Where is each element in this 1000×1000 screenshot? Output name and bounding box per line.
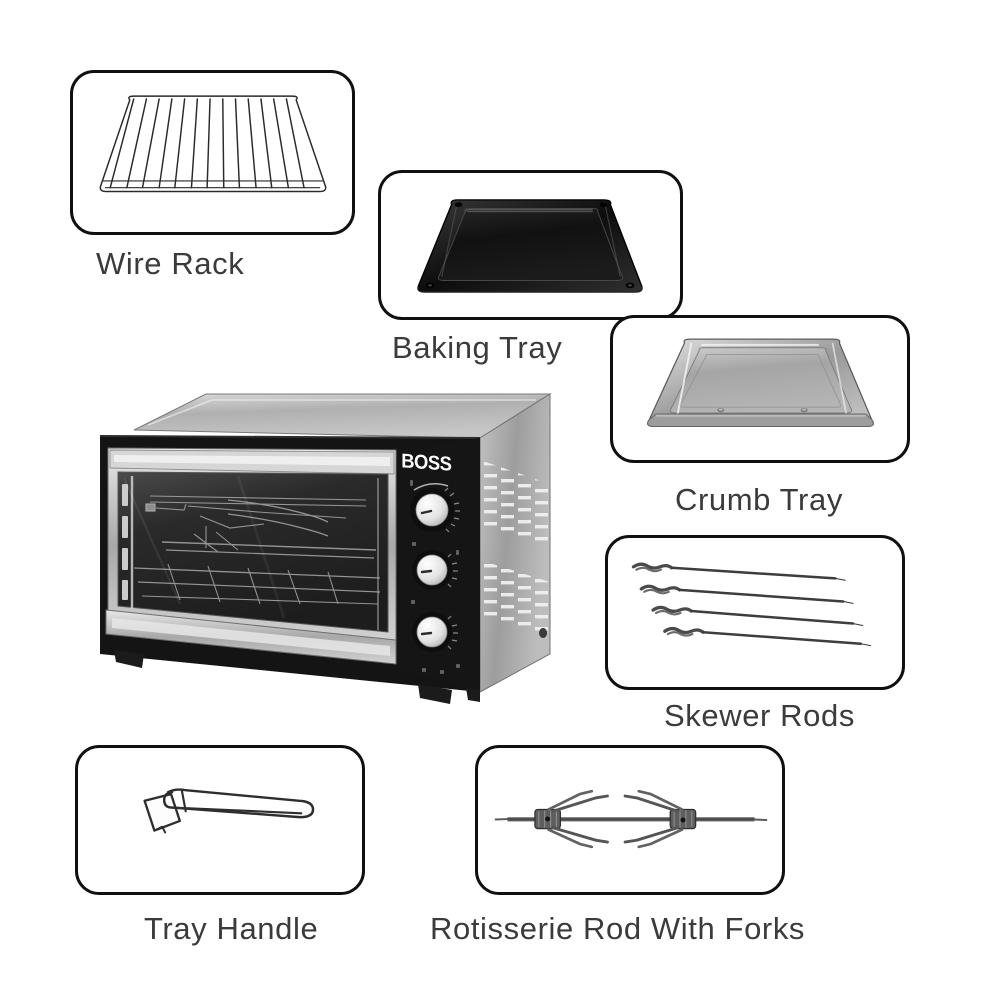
accessory-panel-tray-handle — [75, 745, 365, 895]
wire-rack-illustration — [73, 73, 352, 232]
crumb-tray-illustration — [613, 318, 907, 460]
baking-tray-illustration — [381, 173, 680, 317]
accessory-panel-skewer-rods — [605, 535, 905, 690]
caption-skewer-rods: Skewer Rods — [664, 698, 855, 733]
boss-brand-logo: BOSS — [401, 450, 452, 476]
caption-rotisserie-rod: Rotisserie Rod With Forks — [430, 911, 806, 946]
caption-tray-handle: Tray Handle — [144, 911, 319, 946]
accessory-panel-wire-rack — [70, 70, 355, 235]
accessory-panel-baking-tray — [378, 170, 683, 320]
accessory-panel-crumb-tray — [610, 315, 910, 463]
oven-product-image — [88, 392, 558, 712]
rotisserie-rod-illustration — [478, 748, 782, 892]
tray-handle-illustration — [78, 748, 362, 892]
caption-wire-rack: Wire Rack — [96, 246, 245, 281]
skewer-rods-illustration — [608, 538, 902, 687]
caption-baking-tray: Baking Tray — [392, 330, 563, 365]
accessory-panel-rotisserie-rod — [475, 745, 785, 895]
caption-crumb-tray: Crumb Tray — [675, 482, 843, 517]
